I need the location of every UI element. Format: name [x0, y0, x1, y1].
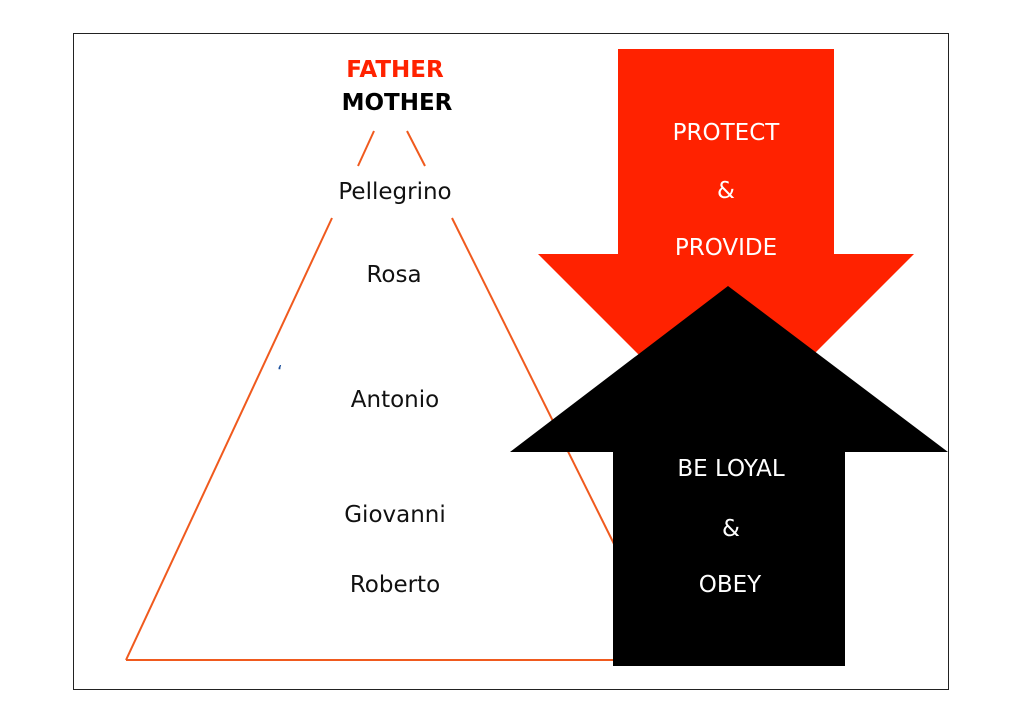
- protect-down-arrow: [538, 49, 914, 442]
- name-roberto: Roberto: [349, 572, 441, 598]
- obey-text: OBEY: [698, 572, 762, 598]
- protect-text: PROTECT: [672, 120, 780, 146]
- stray-mark: ‘: [277, 362, 283, 383]
- mother-label: MOTHER: [341, 90, 453, 116]
- triangle-apex-left: [357, 130, 375, 167]
- protect-ampersand: &: [717, 178, 735, 204]
- name-pellegrino: Pellegrino: [338, 179, 452, 205]
- family-triangle: [125, 130, 620, 661]
- loyal-up-arrow: [510, 286, 948, 666]
- name-giovanni: Giovanni: [344, 502, 446, 528]
- triangle-left-side: [125, 217, 333, 661]
- triangle-apex-right: [406, 130, 426, 167]
- provide-text: PROVIDE: [674, 235, 778, 261]
- name-rosa: Rosa: [366, 262, 422, 288]
- slide-frame: [73, 33, 949, 690]
- loyal-ampersand: &: [722, 516, 740, 542]
- name-antonio: Antonio: [350, 387, 440, 413]
- father-label: FATHER: [346, 57, 444, 83]
- be-loyal-text: BE LOYAL: [677, 456, 785, 482]
- triangle-right-side: [451, 217, 620, 555]
